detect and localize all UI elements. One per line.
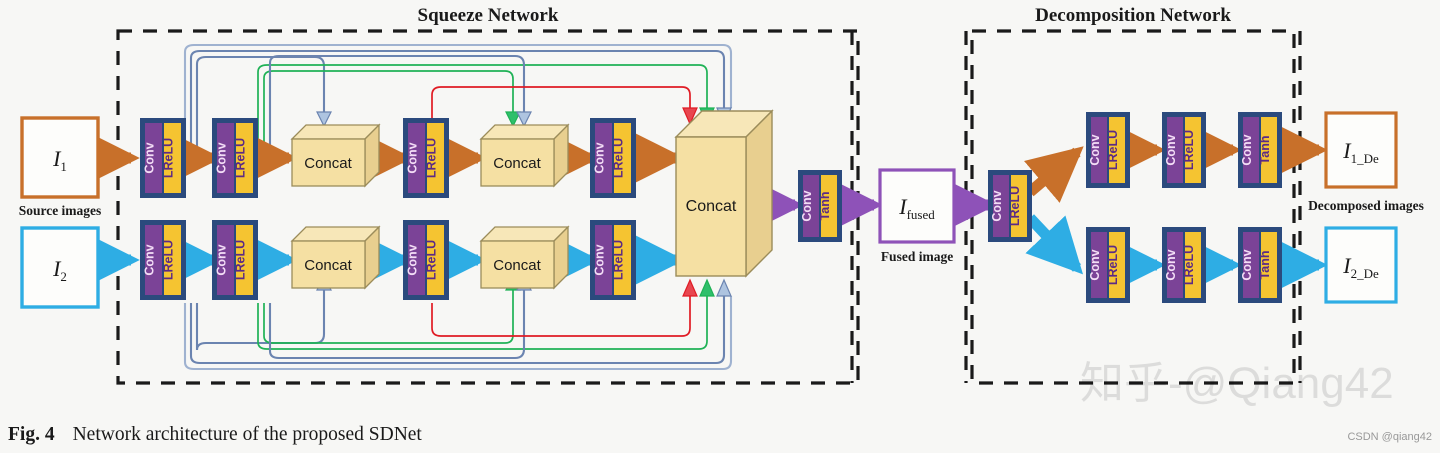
source-images-label: Source images bbox=[19, 203, 102, 218]
fused-image-label: Ifused bbox=[898, 194, 935, 222]
conv-label: Conv bbox=[143, 244, 157, 275]
conv-block-top-2: Conv LReLU bbox=[212, 118, 258, 198]
concat-label: Concat bbox=[304, 257, 352, 274]
conv-label: Conv bbox=[143, 142, 157, 173]
input-image-2-label: I2 bbox=[52, 256, 67, 284]
decomp-top-conv-2: Conv LReLU bbox=[1162, 112, 1206, 188]
decomp-top-conv-1: Conv LReLU bbox=[1086, 112, 1130, 188]
decomp-shared-conv-block: Conv LReLU bbox=[988, 170, 1032, 242]
conv-label: Conv bbox=[406, 142, 420, 173]
activation-label: LReLU bbox=[425, 240, 439, 280]
decomp-bottom-conv-3: Conv Tanh bbox=[1238, 227, 1282, 303]
conv-label: Conv bbox=[215, 244, 229, 275]
fusion-conv-block: Conv Tanh bbox=[798, 170, 842, 242]
conv-block-top-3: Conv LReLU bbox=[403, 118, 449, 198]
zhihu-watermark: 知乎-@Qiang42 bbox=[1080, 359, 1394, 408]
concat-label: Concat bbox=[493, 155, 541, 172]
decomp-top-conv-3: Conv Tanh bbox=[1238, 112, 1282, 188]
conv-label: Conv bbox=[1088, 249, 1102, 280]
activation-label: Tanh bbox=[1258, 251, 1272, 280]
decomposition-network-boundary bbox=[970, 29, 1296, 385]
skip-connections-top bbox=[183, 43, 733, 150]
decomposition-network-title: Decomposition Network bbox=[1035, 5, 1231, 26]
squeeze-network-title: Squeeze Network bbox=[418, 5, 559, 26]
conv-label: Conv bbox=[1240, 249, 1254, 280]
activation-label: Tanh bbox=[1258, 136, 1272, 165]
input-image-2: I2 bbox=[20, 226, 100, 309]
input-image-1-label: I1 bbox=[52, 146, 67, 174]
input-image-1: I1 bbox=[20, 116, 100, 199]
concat-block-bottom-2: Concat bbox=[479, 225, 570, 290]
conv-block-bottom-3: Conv LReLU bbox=[403, 220, 449, 300]
fused-image-box: Ifused bbox=[878, 168, 956, 244]
activation-label: LReLU bbox=[612, 240, 626, 280]
concat-block-bottom-1: Concat bbox=[290, 225, 381, 290]
activation-label: LReLU bbox=[234, 138, 248, 178]
figure-caption: Fig. 4 Network architecture of the propo… bbox=[8, 424, 422, 445]
decomposed-images-label: Decomposed images bbox=[1308, 198, 1424, 213]
conv-label: Conv bbox=[800, 190, 814, 221]
conv-block-top-4: Conv LReLU bbox=[590, 118, 636, 198]
squeeze-network-boundary bbox=[116, 29, 860, 385]
concat-label: Concat bbox=[493, 257, 541, 274]
concat-block-top-2: Concat bbox=[479, 123, 570, 188]
activation-label: LReLU bbox=[162, 240, 176, 280]
conv-block-bottom-2: Conv LReLU bbox=[212, 220, 258, 300]
decomp-bottom-conv-1: Conv LReLU bbox=[1086, 227, 1130, 303]
activation-label: LReLU bbox=[162, 138, 176, 178]
output-image-1: I1_De bbox=[1324, 111, 1398, 189]
conv-label: Conv bbox=[1164, 134, 1178, 165]
activation-label: LReLU bbox=[1008, 186, 1022, 226]
csdn-watermark: CSDN @qiang42 bbox=[1347, 431, 1432, 443]
conv-label: Conv bbox=[1164, 249, 1178, 280]
decomp-bottom-conv-2: Conv LReLU bbox=[1162, 227, 1206, 303]
output-image-2-label: I2_De bbox=[1342, 253, 1379, 281]
activation-label: LReLU bbox=[1106, 245, 1120, 285]
output-image-2: I2_De bbox=[1324, 226, 1398, 304]
conv-label: Conv bbox=[215, 142, 229, 173]
output-image-1-label: I1_De bbox=[1342, 138, 1379, 166]
conv-label: Conv bbox=[1088, 134, 1102, 165]
merge-concat-block: Concat bbox=[674, 109, 774, 278]
conv-block-top-1: Conv LReLU bbox=[140, 118, 186, 198]
merge-concat-label: Concat bbox=[686, 198, 737, 215]
activation-label: LReLU bbox=[1106, 130, 1120, 170]
concat-label: Concat bbox=[304, 155, 352, 172]
concat-block-top-1: Concat bbox=[290, 123, 381, 188]
activation-label: LReLU bbox=[425, 138, 439, 178]
activation-label: LReLU bbox=[234, 240, 248, 280]
conv-label: Conv bbox=[1240, 134, 1254, 165]
conv-block-bottom-1: Conv LReLU bbox=[140, 220, 186, 300]
conv-block-bottom-4: Conv LReLU bbox=[590, 220, 636, 300]
activation-label: LReLU bbox=[1182, 130, 1196, 170]
conv-label: Conv bbox=[593, 142, 607, 173]
fused-image-caption: Fused image bbox=[881, 249, 953, 264]
conv-label: Conv bbox=[990, 190, 1004, 221]
flow-arrows-decomposition bbox=[1023, 122, 1328, 293]
skip-connections-bottom bbox=[183, 290, 733, 371]
activation-label: Tanh bbox=[818, 192, 832, 221]
conv-label: Conv bbox=[593, 244, 607, 275]
activation-label: LReLU bbox=[612, 138, 626, 178]
conv-label: Conv bbox=[406, 244, 420, 275]
activation-label: LReLU bbox=[1182, 245, 1196, 285]
